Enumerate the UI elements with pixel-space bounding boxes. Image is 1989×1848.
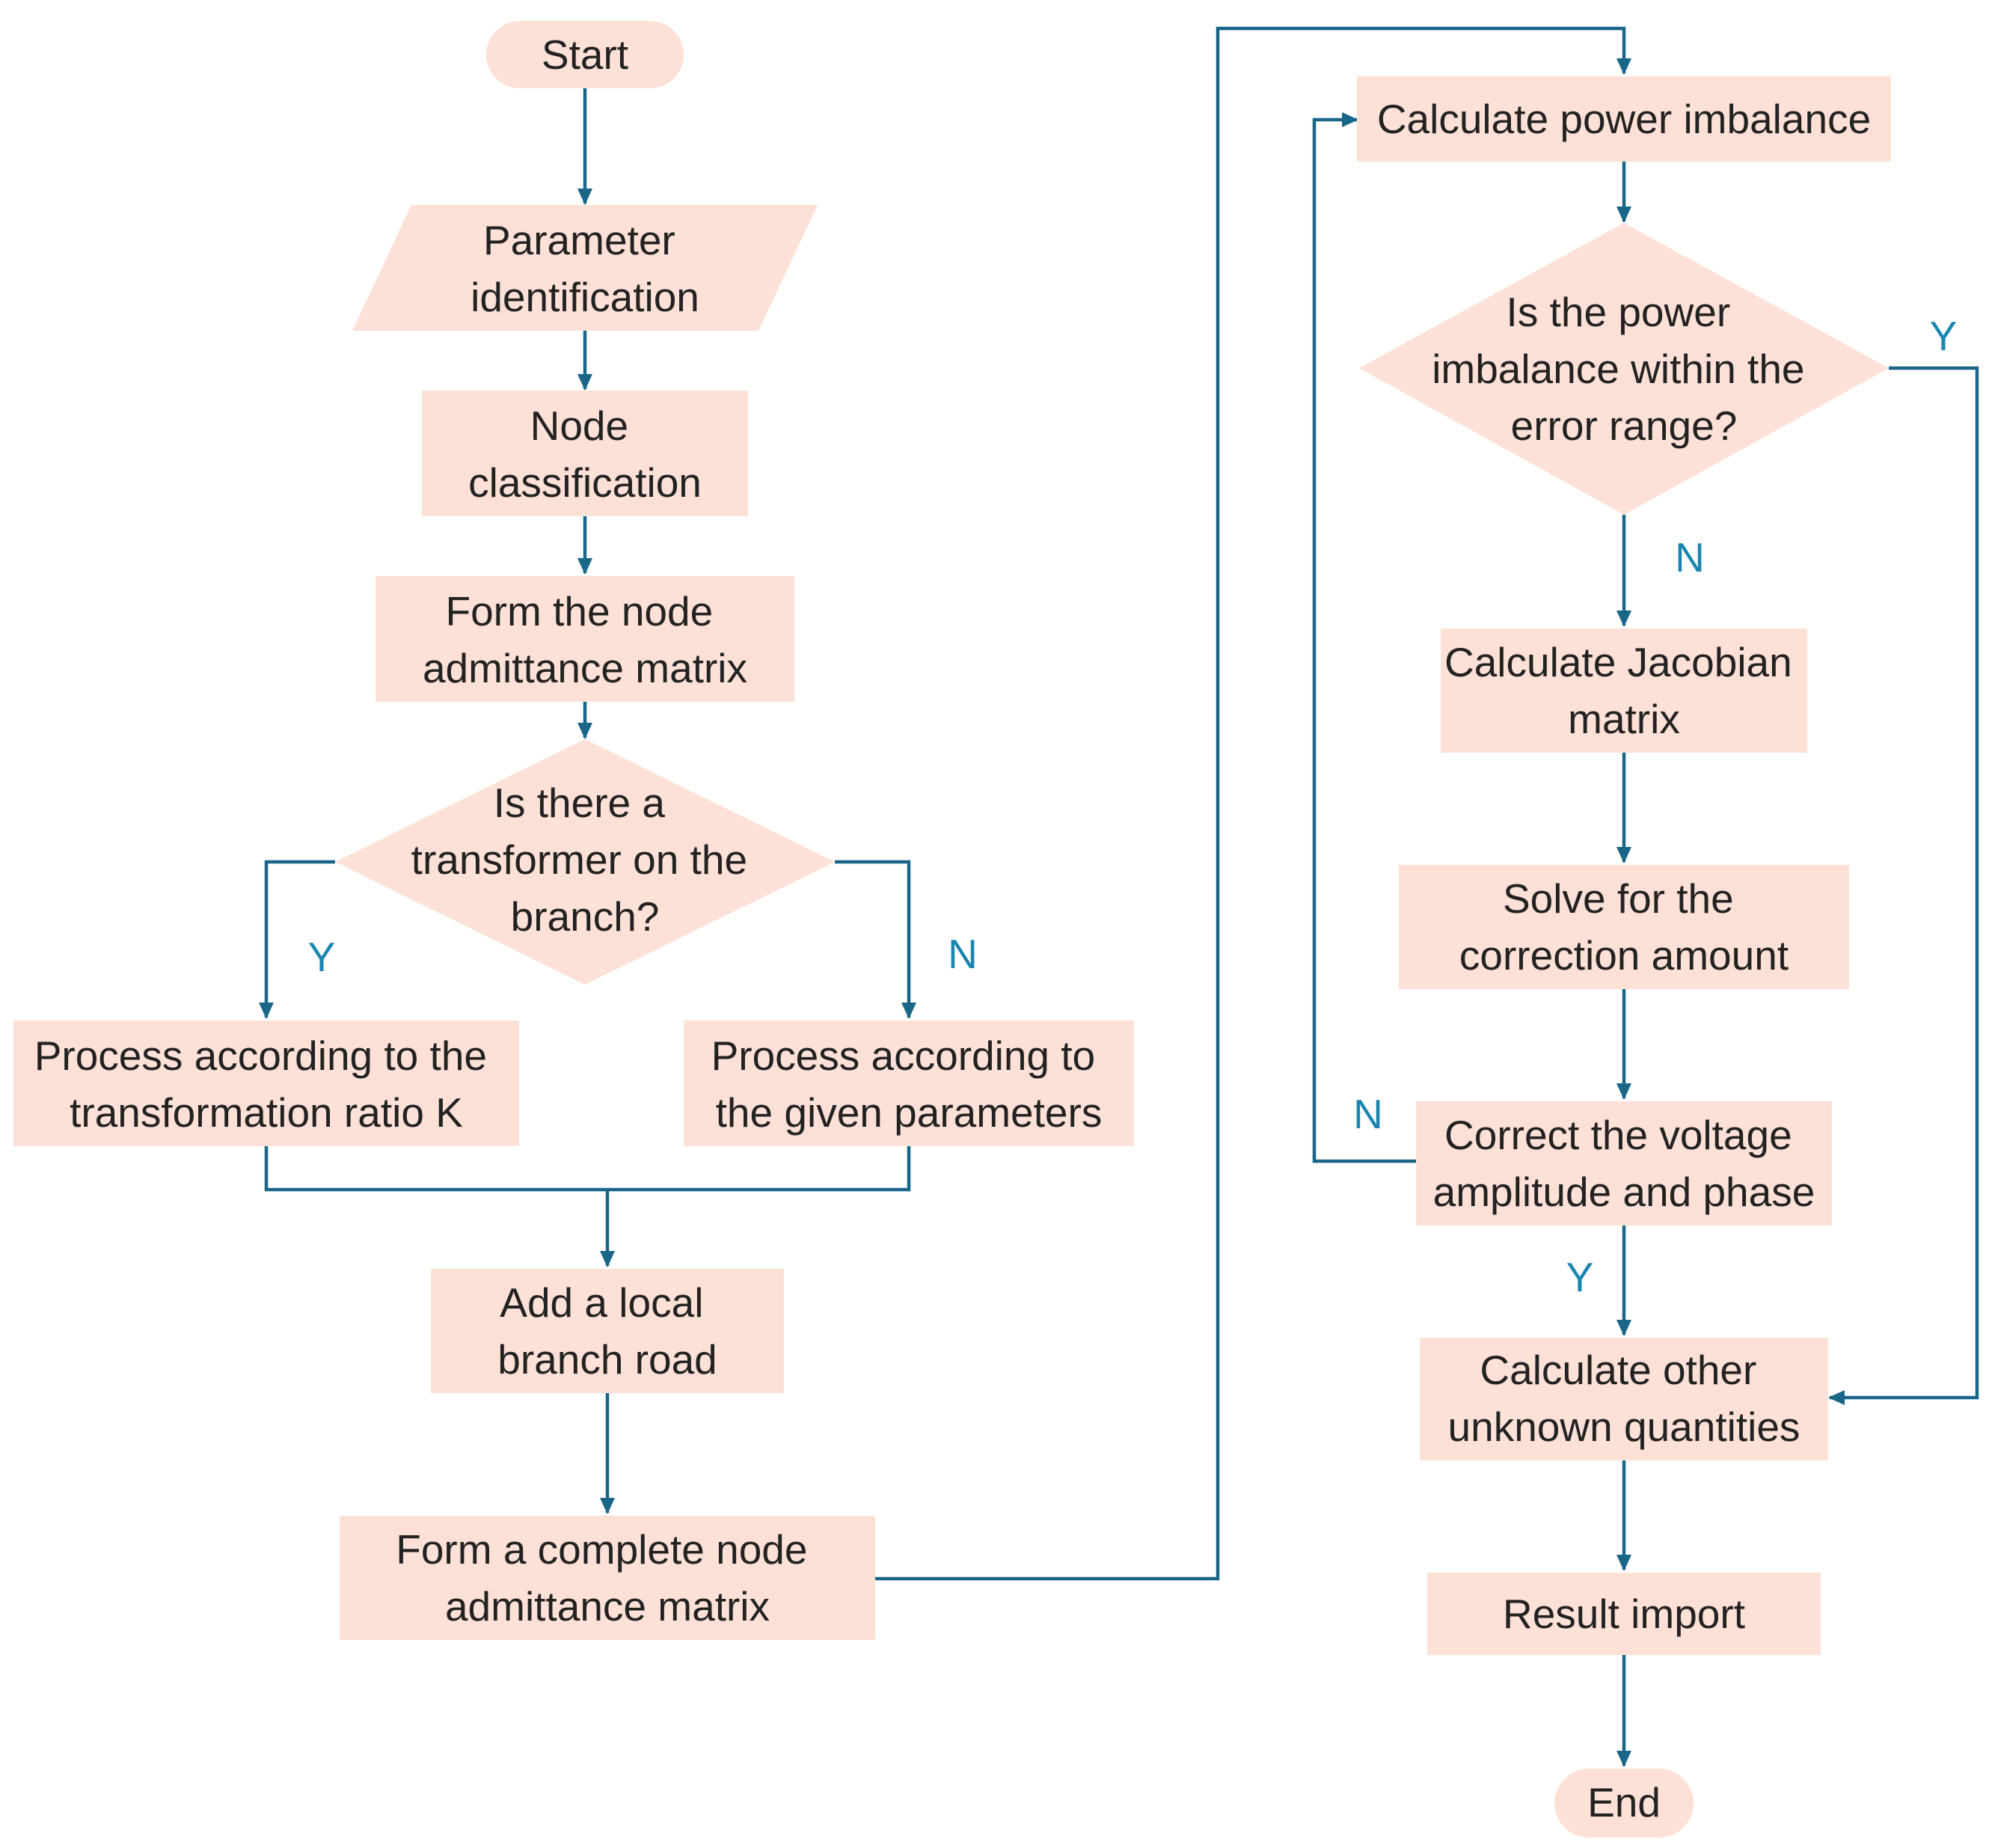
within-range-decision-line-1: Is the power <box>1507 289 1731 335</box>
svg-text:Process according to the: Process according to the transformation … <box>34 1032 499 1136</box>
end-terminator <box>1554 1769 1694 1838</box>
svg-text:Form the node admittance: Form the node admittance matrix <box>423 588 747 691</box>
parameter-identification-parallelogram <box>352 205 818 331</box>
solve-correction-box <box>1399 865 1849 989</box>
node-start: Start <box>486 21 684 88</box>
correct-voltage-line-2: amplitude and phase <box>1433 1169 1815 1215</box>
calculate-other-box <box>1420 1338 1828 1460</box>
add-local-branch-box <box>431 1269 784 1393</box>
edge-procK-merge <box>264 1146 911 1192</box>
process-given-params-line-2: the given parameters <box>716 1089 1103 1136</box>
parameter-identification-line-2: identification <box>471 274 699 320</box>
transformer-decision-line-3: branch? <box>511 893 660 940</box>
within-yes-label: Y <box>1930 313 1958 359</box>
node-classification-line-1: Node <box>530 403 628 449</box>
within-range-decision-diamond <box>1359 223 1889 515</box>
calculate-other-line-2: unknown quantities <box>1448 1404 1800 1450</box>
complete-admittance-line-2: admittance matrix <box>445 1583 770 1630</box>
calculate-jacobian-box <box>1441 628 1807 753</box>
add-local-branch-line-2: branch road <box>497 1336 717 1383</box>
result-import-label: Result import <box>1503 1591 1745 1637</box>
node-calculate-jacobian: Calculate Jacobian matrix <box>1441 628 1807 753</box>
calculate-jacobian-line-1: Calculate Jacobian <box>1444 639 1792 685</box>
node-process-ratio-k: Process according to the transformation … <box>13 1021 519 1146</box>
edges <box>259 26 1979 1767</box>
edge-correct-no-loop-to-calcpower <box>1312 112 1416 1163</box>
solve-correction-line-1: Solve for the <box>1503 875 1734 922</box>
edge-within-yes-to-other <box>1828 366 1979 1405</box>
svg-text:Is there a transformer o: Is there a transformer on the branch? <box>411 780 759 940</box>
transformer-yes-label: Y <box>308 934 336 980</box>
correct-yes-label: Y <box>1566 1254 1594 1300</box>
edge-decision-no-to-procgiven <box>835 860 916 1019</box>
svg-text:Start: Start <box>542 31 628 78</box>
transformer-decision-diamond <box>335 739 835 985</box>
svg-text:Result import: Result import <box>1503 1591 1745 1637</box>
calculate-power-imbalance-label: Calculate power imbalance <box>1377 96 1871 142</box>
within-no-label: N <box>1675 534 1705 581</box>
complete-admittance-line-1: Form a complete node <box>396 1526 807 1573</box>
within-range-decision-line-3: error range? <box>1511 403 1738 449</box>
calculate-other-line-1: Calculate other <box>1480 1347 1756 1393</box>
svg-text:End: End <box>1587 1779 1661 1826</box>
solve-correction-line-2: correction amount <box>1459 932 1789 979</box>
svg-text:Parameter identification: Parameter identification <box>471 217 699 320</box>
form-node-admittance-line-1: Form the node <box>446 588 714 634</box>
node-calculate-other: Calculate other unknown quantities <box>1420 1338 1828 1460</box>
edge-complete-to-calcpower <box>875 26 1631 1581</box>
start-label: Start <box>542 31 628 78</box>
svg-text:Form a complete node adm: Form a complete node admittance matrix <box>396 1526 819 1630</box>
correct-no-label: N <box>1353 1091 1383 1137</box>
svg-text:Calculate Jacobian matri: Calculate Jacobian matrix <box>1444 639 1803 742</box>
svg-text:Is the power imbalance w: Is the power imbalance within the error … <box>1432 289 1816 449</box>
node-transformer-decision: Is there a transformer on the branch? <box>335 739 835 985</box>
node-classification-line-2: classification <box>468 459 702 506</box>
svg-text:Correct the voltage ampl: Correct the voltage amplitude and phase <box>1433 1112 1815 1215</box>
node-complete-admittance: Form a complete node admittance matrix <box>340 1516 875 1640</box>
node-process-given-params: Process according to the given parameter… <box>684 1021 1134 1146</box>
complete-admittance-box <box>340 1516 875 1640</box>
node-result-import: Result import <box>1427 1573 1821 1655</box>
start-terminator <box>486 21 684 88</box>
transformer-no-label: N <box>948 931 978 977</box>
calculate-power-imbalance-box <box>1357 76 1891 162</box>
node-solve-correction: Solve for the correction amount <box>1399 865 1849 989</box>
process-ratio-k-line-1: Process according to the <box>34 1032 487 1079</box>
node-form-node-admittance: Form the node admittance matrix <box>376 576 794 702</box>
transformer-decision-line-1: Is there a <box>494 780 666 826</box>
transformer-decision-line-2: transformer on the <box>411 836 747 883</box>
form-node-admittance-line-2: admittance matrix <box>423 645 747 691</box>
parameter-identification-line-1: Parameter <box>483 217 675 263</box>
result-import-box <box>1427 1573 1821 1655</box>
node-parameter-identification: Parameter identification <box>352 205 818 331</box>
node-classification-box <box>422 391 748 516</box>
within-range-decision-line-2: imbalance within the <box>1432 346 1804 392</box>
calculate-jacobian-line-2: matrix <box>1568 696 1680 742</box>
node-node-classification: Node classification <box>422 391 748 516</box>
node-end: End <box>1554 1769 1694 1838</box>
form-node-admittance-box <box>376 576 794 702</box>
node-correct-voltage: Correct the voltage amplitude and phase <box>1416 1101 1832 1226</box>
node-calculate-power-imbalance: Calculate power imbalance <box>1357 76 1891 162</box>
svg-text:Node classification: Node classification <box>468 403 702 506</box>
svg-text:Calculate other unknown: Calculate other unknown quantities <box>1448 1347 1800 1450</box>
node-within-range-decision: Is the power imbalance within the error … <box>1359 223 1889 515</box>
process-ratio-k-box <box>13 1021 519 1146</box>
node-add-local-branch: Add a local branch road <box>431 1269 784 1393</box>
branch-labels: Y N Y N N Y <box>308 313 1958 1300</box>
correct-voltage-box <box>1416 1101 1832 1226</box>
process-given-params-line-1: Process according to <box>711 1032 1096 1079</box>
end-label: End <box>1587 1779 1661 1826</box>
svg-text:Add a local branch road: Add a local branch road <box>497 1279 717 1383</box>
process-given-params-box <box>684 1021 1134 1146</box>
svg-text:Solve for the correction: Solve for the correction amount <box>1459 875 1789 979</box>
correct-voltage-line-1: Correct the voltage <box>1444 1112 1792 1158</box>
svg-text:Process according to the: Process according to the given parameter… <box>711 1032 1107 1136</box>
add-local-branch-line-1: Add a local <box>500 1279 703 1326</box>
edge-decision-yes-to-procK <box>259 860 335 1019</box>
svg-text:Calculate power imbalance: Calculate power imbalance <box>1377 96 1871 142</box>
process-ratio-k-line-2: transformation ratio K <box>70 1089 463 1136</box>
